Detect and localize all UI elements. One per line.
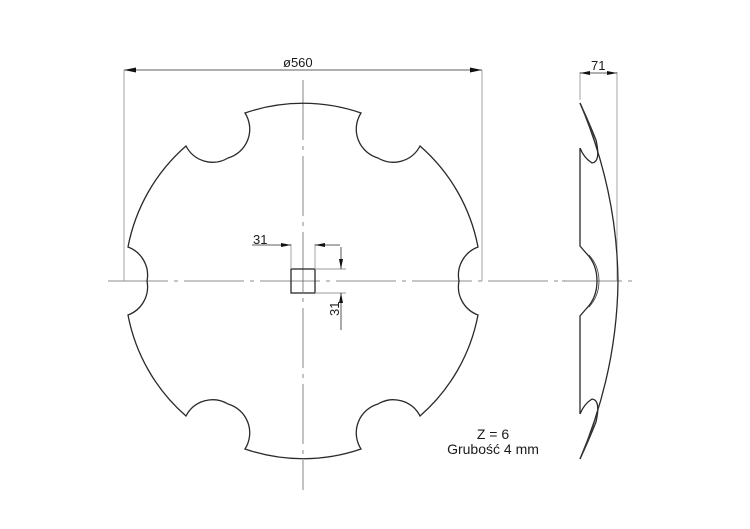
front-view: [108, 67, 565, 490]
depth-label: 71: [591, 58, 606, 73]
center-notch-curve-inner: [588, 254, 600, 308]
hole-width-arrow-right-icon: [315, 243, 325, 247]
dish-inner-edge-top: [579, 148, 587, 254]
side-view: [562, 71, 632, 460]
notched-disc-outline: [127, 102, 479, 460]
arrow-right-icon: [470, 67, 482, 73]
bottom-notch-hook-inner: [581, 416, 597, 455]
hole-width-label: 31: [253, 232, 268, 247]
dish-inner-edge-bottom: [579, 308, 587, 414]
hole-width-arrow-left-icon: [281, 243, 291, 247]
center-notch-curve: [585, 252, 598, 310]
depth-arrow-left-icon: [580, 71, 590, 75]
hole-height-arrow-bottom-icon: [339, 293, 343, 303]
top-notch-hook: [579, 102, 599, 164]
thickness-note: Grubość 4 mm: [447, 441, 539, 457]
hole-height-label: 31: [327, 301, 342, 316]
arrow-left-icon: [124, 67, 136, 73]
square-center-hole: [290, 268, 316, 294]
teeth-count-note: Z = 6: [476, 426, 510, 442]
hole-height-arrow-top-icon: [339, 259, 343, 269]
top-notch-hook-inner: [581, 107, 597, 146]
dish-outer-profile: [579, 102, 619, 460]
depth-arrow-right-icon: [607, 71, 617, 75]
diameter-label: ø560: [283, 55, 313, 70]
bottom-notch-hook: [579, 398, 599, 460]
